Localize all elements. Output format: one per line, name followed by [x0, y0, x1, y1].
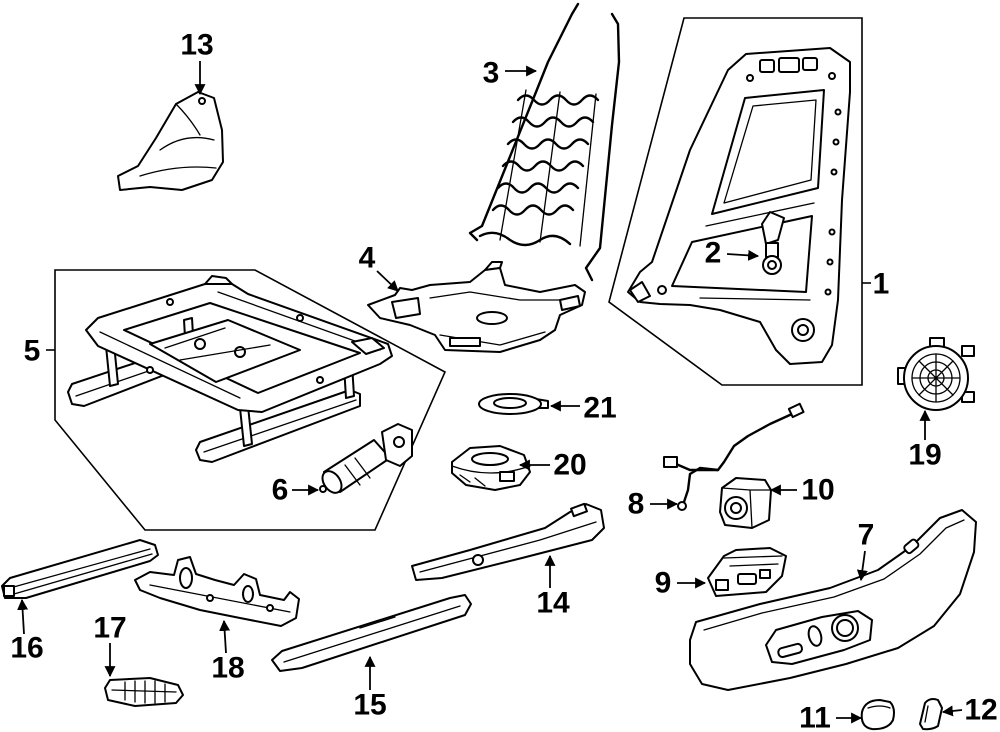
callout-label-15: 15: [353, 689, 386, 722]
part-18-bracket: [134, 556, 300, 627]
callout-arrow-4: [376, 270, 399, 292]
callout-label-20: 20: [553, 449, 586, 482]
part-5-seat-adjuster: [67, 275, 393, 463]
part-6-motor: [319, 423, 413, 494]
callout-arrow-16: [17, 598, 29, 635]
callout-label-13: 13: [180, 29, 213, 62]
callout-label-11: 11: [799, 702, 831, 732]
part-21-flat-ring: [478, 393, 549, 415]
callout-label-14: 14: [536, 587, 570, 620]
part-19-round-module: [897, 337, 975, 411]
part-12-knob: [919, 698, 943, 731]
group-outline-1: [608, 17, 871, 386]
callout-arrows: [17, 61, 963, 724]
callout-label-7: 7: [858, 519, 875, 552]
callout-label-3: 3: [483, 57, 500, 90]
part-11-knob: [860, 699, 895, 731]
callout-label-19: 19: [908, 439, 941, 472]
callout-label-21: 21: [583, 392, 616, 425]
callout-label-5: 5: [24, 335, 41, 368]
part-17-cover: [104, 677, 184, 707]
part-4-seat-pan: [367, 261, 586, 353]
callout-label-8: 8: [628, 488, 645, 521]
part-16-track: [1, 539, 159, 599]
part-9-switch: [707, 547, 787, 597]
part-20-ring-module: [451, 445, 531, 491]
callout-label-17: 17: [93, 612, 126, 645]
callout-arrow-2: [726, 249, 760, 261]
callout-label-1: 1: [873, 268, 890, 301]
callout-label-4: 4: [359, 242, 376, 275]
callout-label-10: 10: [801, 474, 834, 507]
callout-arrow-12: [941, 705, 963, 717]
group-outline-5: [46, 269, 447, 531]
callout-label-9: 9: [655, 567, 672, 600]
part-15-track-cover: [271, 594, 472, 672]
callout-arrow-7: [856, 550, 868, 582]
part-3-seat-back-spring-mat: [468, 2, 621, 282]
callout-label-16: 16: [10, 632, 43, 665]
callout-label-2: 2: [705, 237, 722, 270]
callout-labels: 1 2 3 4 5 6 7 8 9 10 11 12 13 14 15 16 1…: [10, 29, 997, 732]
part-2-recliner-component: [761, 211, 785, 275]
part-8-wire-harness: [663, 402, 805, 511]
part-14-trim-cover: [411, 502, 605, 581]
callout-label-12: 12: [964, 694, 997, 727]
callout-label-18: 18: [211, 652, 244, 685]
callout-arrow-18: [219, 619, 231, 654]
part-7-seat-side-cover: [689, 509, 977, 691]
callout-label-6: 6: [272, 474, 289, 507]
part-13-trim-panel: [117, 91, 224, 191]
part-1-seat-back-frame: [627, 47, 851, 365]
part-10-module: [719, 477, 772, 529]
